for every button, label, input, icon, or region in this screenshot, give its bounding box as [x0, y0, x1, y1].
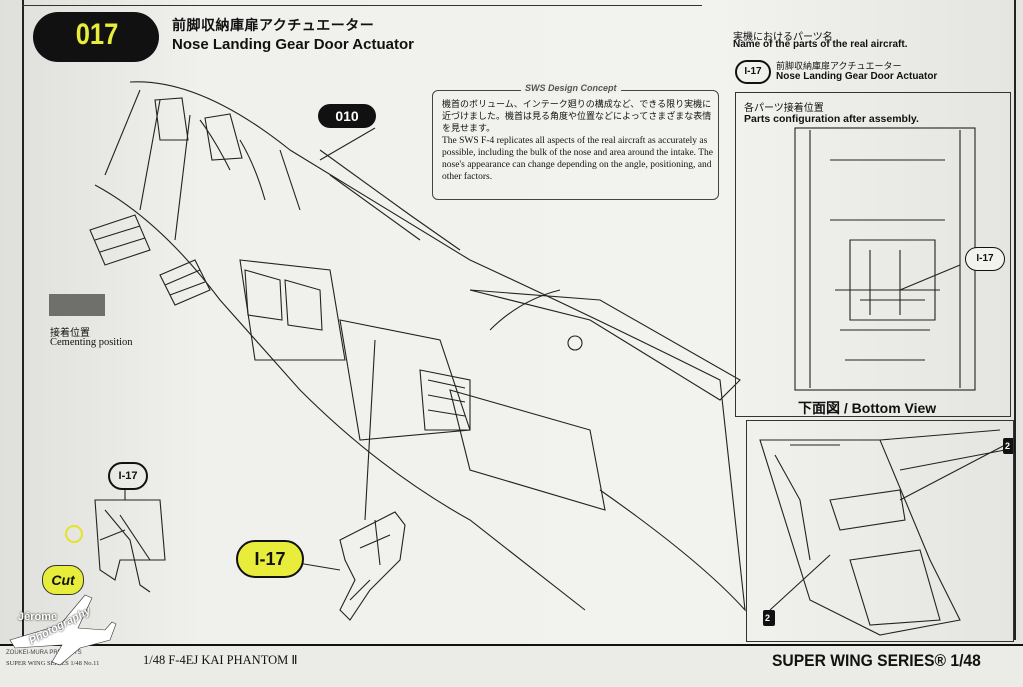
step-title-en: Nose Landing Gear Door Actuator — [172, 36, 414, 53]
real-parts-heading-en: Name of the parts of the real aircraft. — [733, 39, 908, 50]
fuselage-upper-outline — [129, 81, 746, 612]
part-detail-drawing — [94, 499, 166, 581]
paint-ref-1-label: 2 — [1005, 441, 1011, 451]
step-number: 017 — [75, 18, 119, 51]
leader-line-i17 — [364, 339, 376, 521]
part-i17-drawing — [339, 511, 406, 621]
bottom-view-label: 下面図 / Bottom View — [798, 400, 937, 416]
real-parts-heading-jp: 実機におけるパーツ名 — [733, 32, 833, 43]
vent-grille-left — [89, 214, 151, 266]
footer-series-small: SUPER WING SERIES 1/48 No.11 — [6, 660, 100, 667]
part-ref-small: I-17 — [108, 462, 148, 490]
paint-ref-bottle-2 — [763, 610, 775, 626]
part-ref-panel: I-17 — [965, 247, 1005, 271]
design-concept-title: SWS Design Concept — [521, 83, 621, 93]
cementing-label-jp: 接着位置 — [50, 328, 90, 339]
watermark-name: Jérome — [18, 611, 58, 623]
part-ref-large: I-17 — [236, 540, 304, 578]
paint-ref-bottle-1 — [1003, 438, 1015, 454]
footer-model-name: 1/48 F-4EJ KAI PHANTOM Ⅱ — [143, 653, 298, 667]
gear-bay-frame — [239, 259, 346, 361]
real-part-name-jp: 前脚収納庫扉アクチュエーター — [776, 62, 902, 72]
bay-door — [469, 289, 741, 401]
design-concept-text-jp: 機首のボリューム、インテーク廻りの構成など、できる限り実機に近づけました。機首は… — [442, 100, 712, 134]
design-concept-text-en: The SWS F-4 replicates all aspects of th… — [442, 136, 714, 182]
footer-publisher: ZOUKEI-MURA PRESENTS — [6, 650, 82, 656]
footer-bar — [0, 644, 1023, 687]
reference-step-010: 010 — [318, 104, 376, 128]
fuselage-lower-outline — [94, 184, 586, 611]
assembly-heading-jp: 各パーツ接着位置 — [744, 103, 824, 114]
bottom-view-box — [746, 420, 1014, 642]
step-title-jp: 前脚収納庫扉アクチュエーター — [172, 18, 375, 34]
footer-series-name: SUPER WING SERIES® 1/48 — [772, 651, 981, 670]
top-rule — [22, 5, 702, 6]
cut-marker-icon — [65, 525, 83, 543]
design-concept-box: SWS Design Concept 機首のボリューム、インテーク廻りの構成など… — [432, 83, 719, 200]
real-part-name-en: Nose Landing Gear Door Actuator — [776, 71, 938, 82]
page-frame — [22, 0, 1016, 640]
step-number-badge: 017 — [33, 12, 159, 62]
assembly-heading-en: Parts configuration after assembly. — [744, 113, 919, 125]
vent-grille-lower — [159, 259, 211, 306]
cut-badge: Cut — [42, 565, 84, 595]
assembly-panel — [735, 92, 1011, 417]
paint-ref-2-label: 2 — [765, 613, 771, 623]
real-part-ref-badge: I-17 — [735, 60, 771, 84]
cementing-swatch — [49, 294, 105, 316]
cementing-label-en: Cementing position — [50, 337, 133, 348]
